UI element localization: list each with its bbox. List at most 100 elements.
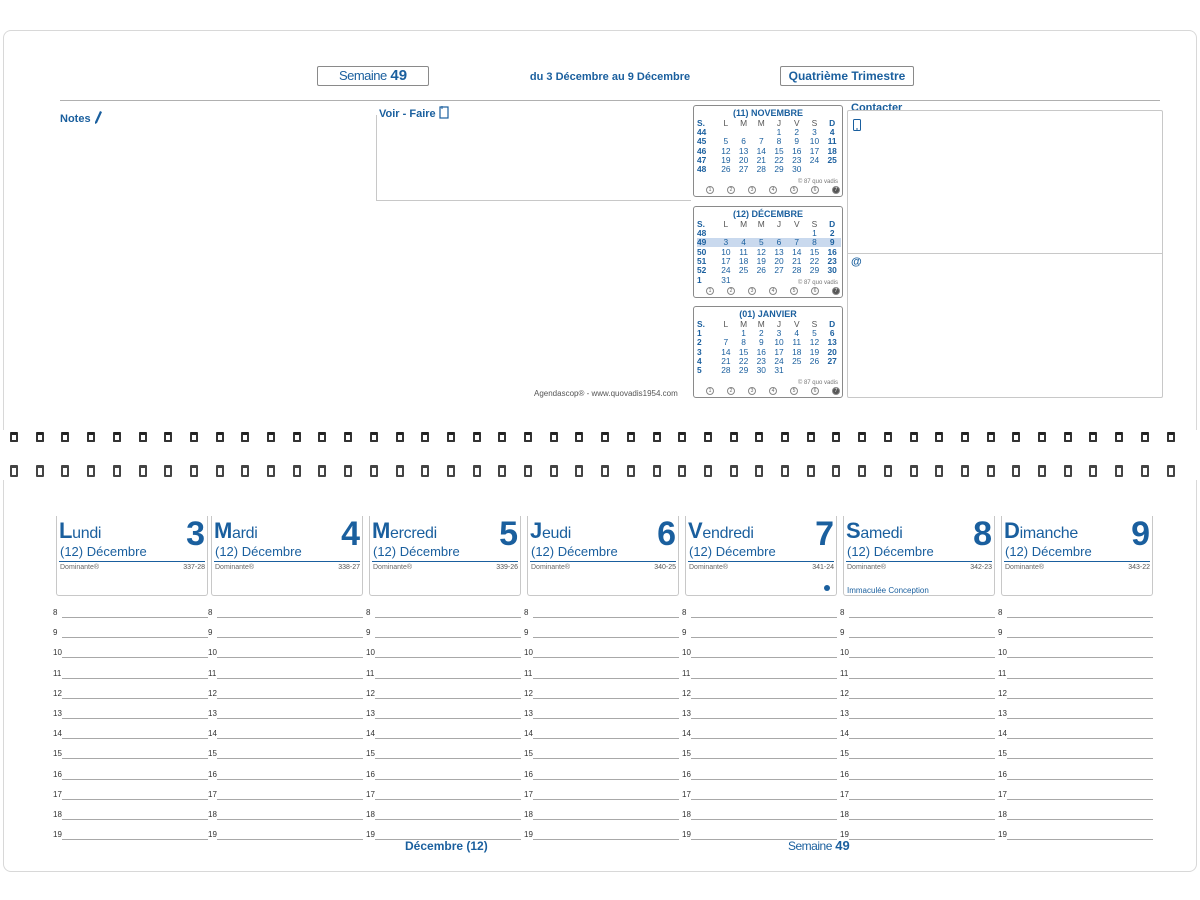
- hour-line[interactable]: [1007, 819, 1153, 820]
- hour-line[interactable]: [849, 738, 995, 740]
- hour-line[interactable]: [217, 738, 363, 740]
- hour-line[interactable]: [62, 697, 208, 699]
- hour-line[interactable]: [1007, 738, 1153, 740]
- hour-line[interactable]: [1007, 718, 1153, 719]
- hour-line[interactable]: [533, 697, 679, 699]
- hour-line[interactable]: [849, 718, 995, 719]
- hour-line[interactable]: [533, 657, 679, 659]
- hour-line[interactable]: [217, 677, 363, 679]
- hour-line[interactable]: [1007, 657, 1153, 659]
- hour-line[interactable]: [691, 798, 837, 800]
- hour-line[interactable]: [1007, 617, 1153, 618]
- hour-line[interactable]: [217, 758, 363, 760]
- copyright-text: © 87 quo vadis: [797, 280, 838, 286]
- hour-line[interactable]: [1007, 778, 1153, 780]
- day-separator: [59, 561, 205, 562]
- hour-line[interactable]: [217, 819, 363, 820]
- hour-line[interactable]: [375, 657, 521, 659]
- hour-line[interactable]: [375, 677, 521, 679]
- hour-line[interactable]: [849, 617, 995, 618]
- hour-line[interactable]: [533, 738, 679, 740]
- hour-line[interactable]: [691, 677, 837, 679]
- hour-line[interactable]: [849, 657, 995, 659]
- hour-line[interactable]: [1007, 758, 1153, 760]
- hour-line[interactable]: [691, 697, 837, 699]
- hour-line[interactable]: [691, 718, 837, 719]
- hour-line[interactable]: [849, 677, 995, 679]
- binding-ring: [472, 465, 481, 477]
- hour-line[interactable]: [691, 738, 837, 740]
- hour-line[interactable]: [375, 839, 521, 841]
- hour-line[interactable]: [1007, 798, 1153, 800]
- hour-line[interactable]: [217, 617, 363, 618]
- hour-line[interactable]: [691, 657, 837, 659]
- hour-line[interactable]: [849, 839, 995, 841]
- hour-line[interactable]: [533, 839, 679, 841]
- hour-line[interactable]: [62, 798, 208, 800]
- hour-line[interactable]: [62, 657, 208, 659]
- hour-line[interactable]: [1007, 839, 1153, 841]
- hour-line[interactable]: [62, 677, 208, 679]
- hour-line[interactable]: [62, 839, 208, 841]
- hour-line[interactable]: [62, 778, 208, 780]
- voir-faire-area[interactable]: [376, 115, 691, 201]
- hour-line[interactable]: [217, 637, 363, 639]
- hour-line[interactable]: [849, 819, 995, 820]
- hour-line[interactable]: [375, 819, 521, 820]
- hour-line[interactable]: [849, 637, 995, 639]
- hour-line[interactable]: [533, 758, 679, 760]
- hour-line[interactable]: [217, 839, 363, 841]
- hour-line[interactable]: [849, 778, 995, 780]
- hour-line[interactable]: [533, 778, 679, 780]
- hour-line[interactable]: [62, 758, 208, 760]
- hour-line[interactable]: [375, 738, 521, 740]
- hour-line[interactable]: [1007, 637, 1153, 639]
- binding-ring: [806, 432, 815, 442]
- hour-line[interactable]: [62, 637, 208, 639]
- hour-line[interactable]: [533, 677, 679, 679]
- day-cell: 9: [758, 337, 764, 348]
- hour-line[interactable]: [533, 819, 679, 820]
- hour-line[interactable]: [375, 697, 521, 699]
- hour-line[interactable]: [533, 718, 679, 719]
- hour-line[interactable]: [217, 798, 363, 800]
- hour-line[interactable]: [217, 697, 363, 699]
- hour-line[interactable]: [533, 617, 679, 618]
- hour-line[interactable]: [217, 718, 363, 719]
- hour-line[interactable]: [691, 778, 837, 780]
- hour-line[interactable]: [375, 637, 521, 639]
- hour-line[interactable]: [691, 637, 837, 639]
- hour-line[interactable]: [375, 798, 521, 800]
- hour-line[interactable]: [375, 758, 521, 760]
- hour-line[interactable]: [533, 798, 679, 800]
- hour-line[interactable]: [691, 758, 837, 760]
- hour-line[interactable]: [849, 697, 995, 699]
- hour-line[interactable]: [1007, 677, 1153, 679]
- hour-line[interactable]: [62, 718, 208, 719]
- hour-line[interactable]: [375, 617, 521, 618]
- hour-line[interactable]: [217, 778, 363, 780]
- contacter-area[interactable]: [847, 110, 1163, 398]
- hour-line[interactable]: [533, 637, 679, 639]
- hour-line[interactable]: [62, 819, 208, 820]
- binding-ring: [858, 465, 867, 477]
- hour-line[interactable]: [849, 758, 995, 760]
- hour-line[interactable]: [375, 718, 521, 719]
- hour-line[interactable]: [691, 819, 837, 820]
- hour-line[interactable]: [1007, 697, 1153, 699]
- hour-line[interactable]: [62, 617, 208, 618]
- hour-line[interactable]: [217, 657, 363, 659]
- hour-line[interactable]: [375, 778, 521, 780]
- hour-line[interactable]: [849, 798, 995, 800]
- hour-line[interactable]: [691, 839, 837, 841]
- hour-line[interactable]: [691, 617, 837, 618]
- hour-line[interactable]: [62, 738, 208, 740]
